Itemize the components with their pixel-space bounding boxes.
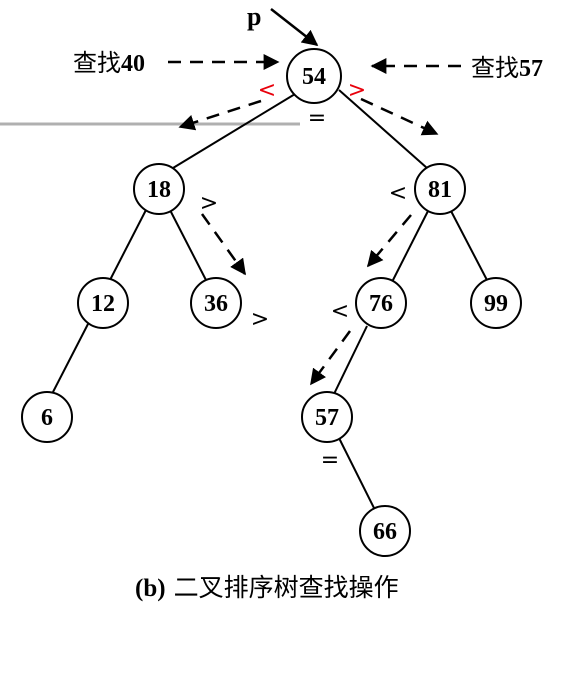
- edge-12-6: [52, 323, 89, 393]
- node-54: 54: [286, 48, 342, 104]
- search-57-prefix: 查找: [471, 54, 519, 82]
- node-66: 66: [359, 505, 411, 557]
- node-76: 76: [355, 277, 407, 329]
- node-36-label: 36: [204, 291, 228, 317]
- edge-54-81: [338, 89, 428, 169]
- node-57: 57: [301, 391, 353, 443]
- node-6-label: 6: [41, 405, 53, 431]
- comparison-symbols: < > = > > < < =: [200, 78, 407, 473]
- node-57-label: 57: [315, 405, 339, 431]
- figure-caption: (b) 二叉排序树查找操作: [135, 573, 399, 602]
- search-57-label: 查找57: [471, 54, 543, 82]
- cmp-root-equal: =: [308, 106, 326, 131]
- node-81: 81: [414, 163, 466, 215]
- edge-76-57: [333, 325, 368, 395]
- arrow-54-to-18: [178, 99, 262, 131]
- edge-81-99: [450, 210, 489, 283]
- node-36: 36: [190, 277, 242, 329]
- arrow-81-to-76: [366, 214, 412, 268]
- edge-81-76: [391, 210, 429, 283]
- node-6: 6: [21, 391, 73, 443]
- node-12-label: 12: [91, 291, 115, 317]
- pointer-arrow: [270, 8, 319, 46]
- cmp-76-less: <: [331, 299, 349, 324]
- edge-54-18: [172, 90, 301, 169]
- edge-18-12: [109, 207, 148, 281]
- cmp-root-less: <: [258, 78, 276, 103]
- node-76-label: 76: [369, 291, 393, 317]
- tree-nodes: 54 18 81 12 36 76 99 6: [21, 48, 522, 557]
- tree-edges: [52, 89, 489, 511]
- node-99: 99: [470, 277, 522, 329]
- node-18-label: 18: [147, 177, 171, 203]
- cmp-root-greater: >: [348, 78, 366, 103]
- search-path-arrows: [168, 54, 461, 386]
- edge-18-36: [169, 209, 208, 283]
- node-81-label: 81: [428, 177, 452, 203]
- arrow-54-to-81: [360, 97, 439, 136]
- caption-part: (b): [135, 575, 166, 602]
- node-12: 12: [77, 277, 129, 329]
- node-66-label: 66: [373, 519, 397, 545]
- arrow-76-to-57: [309, 330, 352, 386]
- node-18: 18: [133, 163, 185, 215]
- search-40-number: 40: [121, 51, 145, 77]
- caption-text: 二叉排序树查找操作: [174, 573, 399, 602]
- cmp-57-equal: =: [321, 448, 339, 473]
- cmp-18-greater: >: [200, 191, 218, 216]
- node-54-label: 54: [302, 64, 326, 90]
- edge-57-66: [338, 437, 376, 511]
- cmp-36-greater: >: [251, 307, 269, 332]
- pointer-label: p: [247, 2, 261, 31]
- search-40-prefix: 查找: [73, 49, 121, 77]
- search-40-label: 查找40: [73, 49, 145, 77]
- node-99-label: 99: [484, 291, 508, 317]
- cmp-81-less: <: [389, 181, 407, 206]
- arrow-18-to-36: [200, 213, 247, 276]
- search-57-number: 57: [519, 56, 543, 82]
